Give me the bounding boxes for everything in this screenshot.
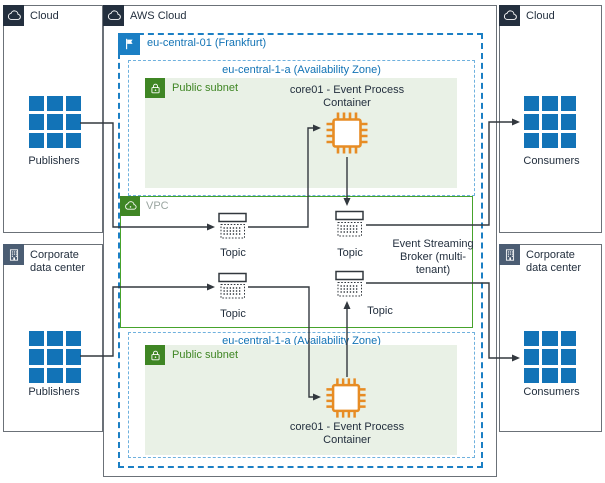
cloud-icon bbox=[3, 5, 24, 26]
cloud-left-box: Cloud Publishers bbox=[3, 5, 103, 233]
cloud-right-label: Cloud bbox=[526, 10, 555, 22]
lock-icon bbox=[145, 345, 165, 365]
publishers-bottom-icon bbox=[29, 331, 81, 383]
chip-icon-bottom bbox=[324, 376, 368, 420]
consumers-bottom-label: Consumers bbox=[523, 386, 580, 398]
region-box bbox=[118, 33, 483, 468]
corp-dc-right-box: Corporate data center Consumers bbox=[499, 244, 602, 432]
topic-icon-3 bbox=[218, 272, 248, 300]
lock-icon bbox=[145, 78, 165, 98]
vpc-icon bbox=[120, 196, 140, 216]
core-top-label: core01 - Event Process Container bbox=[289, 84, 405, 109]
topic4-label: Topic bbox=[367, 305, 393, 317]
core-bottom-label: core01 - Event Process Container bbox=[289, 421, 405, 446]
consumers-top-icon bbox=[524, 96, 576, 148]
topic1-label: Topic bbox=[220, 247, 246, 259]
consumers-bottom-icon bbox=[524, 331, 576, 383]
building-icon bbox=[499, 244, 520, 265]
subnet2-label: Public subnet bbox=[172, 349, 239, 361]
consumers-top-label: Consumers bbox=[523, 155, 580, 167]
publishers-top-icon bbox=[29, 96, 81, 148]
publishers-bottom-label: Publishers bbox=[28, 386, 80, 398]
az1-label: eu-central-1-a (Availability Zone) bbox=[222, 64, 381, 76]
corp-dc-left-box: Corporate data center Publishers bbox=[3, 244, 103, 432]
topic3-label: Topic bbox=[220, 308, 246, 320]
corp-dc-right-label: Corporate data center bbox=[526, 249, 582, 274]
aws-cloud-icon bbox=[103, 5, 124, 26]
chip-icon-top bbox=[324, 110, 370, 156]
broker-label: Event Streaming Broker (multi-tenant) bbox=[392, 238, 474, 276]
cloud-right-box: Cloud Consumers bbox=[499, 5, 602, 233]
cloud-icon bbox=[499, 5, 520, 26]
topic-icon-2 bbox=[335, 210, 365, 238]
corp-dc-left-label: Corporate data center bbox=[30, 249, 86, 274]
topic2-label: Topic bbox=[337, 247, 363, 259]
building-icon bbox=[3, 244, 24, 265]
vpc-label: VPC bbox=[146, 200, 169, 212]
cloud-left-label: Cloud bbox=[30, 10, 59, 22]
topic-icon-4 bbox=[335, 270, 365, 298]
region-flag-icon bbox=[118, 33, 140, 55]
aws-cloud-label: AWS Cloud bbox=[130, 10, 187, 22]
region-label: eu-central-01 (Frankfurt) bbox=[147, 37, 267, 49]
subnet1-label: Public subnet bbox=[172, 82, 239, 94]
topic-icon-1 bbox=[218, 212, 248, 240]
publishers-top-label: Publishers bbox=[28, 155, 80, 167]
